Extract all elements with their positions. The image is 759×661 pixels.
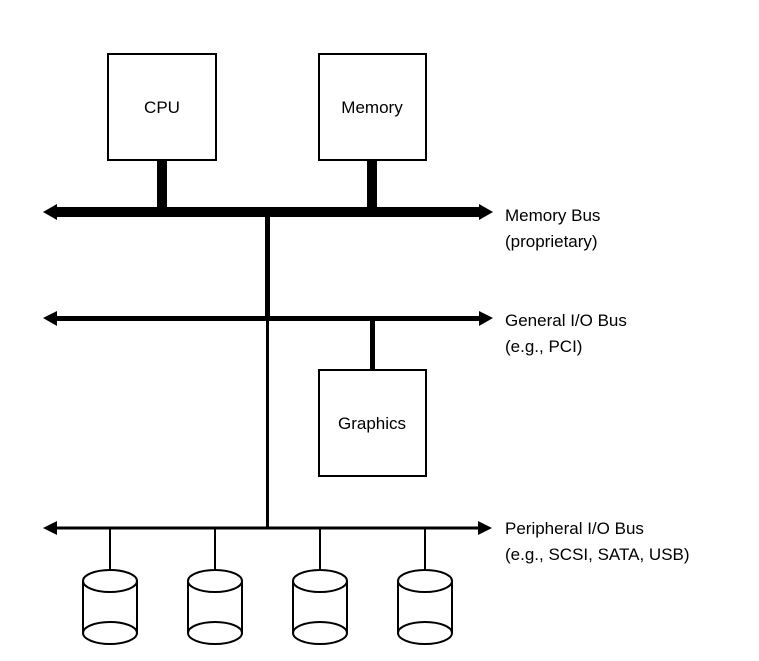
peripheral-io-bus-right-arrow-icon [478,521,492,535]
memory-bus-right-arrow-icon [479,204,493,220]
graphics-connector [370,320,375,370]
memory-io-bridge-connector [265,216,270,318]
graphics-label: Graphics [338,414,406,433]
disk-body [82,581,138,645]
memory-bus-label: Memory Bus [505,206,600,225]
memory-bus-line [54,207,480,217]
disk-top [292,569,348,593]
disk-3 [292,529,348,645]
disk-4 [397,529,453,645]
disk-bottom-edge [292,621,348,634]
cpu-label: CPU [144,98,180,117]
memory-bus-sublabel: (proprietary) [505,232,598,251]
disk-bottom-edge [397,621,453,634]
memory-label: Memory [341,98,403,117]
general-io-bus [43,311,493,326]
peripheral-io-bus-sublabel: (e.g., SCSI, SATA, USB) [505,545,690,564]
disk-body [187,581,243,645]
peripheral-io-bus-left-arrow-icon [43,521,57,535]
disk-top [187,569,243,593]
memory-bus [43,204,493,220]
disk-top [397,569,453,593]
general-io-bus-label: General I/O Bus [505,311,627,330]
general-io-bus-sublabel: (e.g., PCI) [505,337,582,356]
peripheral-io-bus [43,521,492,535]
general-io-bus-line [54,316,480,321]
disk-2 [187,529,243,645]
memory-connector [367,160,377,208]
peripheral-io-bus-label: Peripheral I/O Bus [505,519,644,538]
disk-bottom-edge [82,621,138,634]
memory-box [318,53,427,161]
general-io-bus-left-arrow-icon [43,311,57,326]
memory-bus-left-arrow-icon [43,204,57,220]
disk-body [292,581,348,645]
disk-bottom-edge [187,621,243,634]
cpu-connector [157,160,167,208]
cpu-box [107,53,217,161]
general-io-bus-right-arrow-icon [479,311,493,326]
disk-top [82,569,138,593]
graphics-box [318,369,427,477]
disk-body [397,581,453,645]
disk-1 [82,529,138,645]
disk-group [82,529,453,645]
io-peripheral-bridge-connector [266,320,269,529]
